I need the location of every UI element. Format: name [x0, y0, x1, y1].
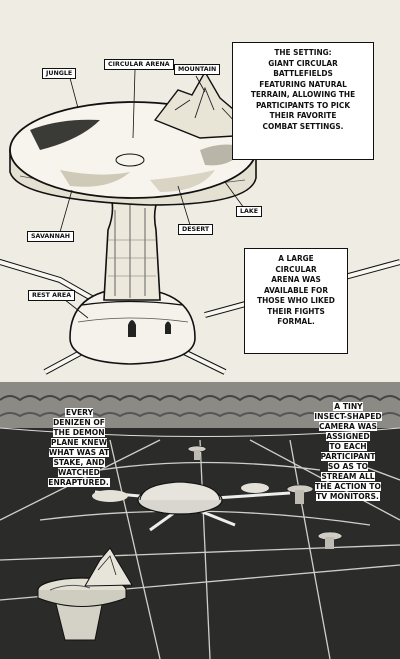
caption-setting: THE SETTING: GIANT CIRCULAR BATTLEFIELDS…	[232, 42, 374, 160]
caption-arena: A LARGE CIRCULAR ARENA WAS AVAILABLE FOR…	[244, 248, 348, 354]
narration-right: A TINY INSECT-SHAPED CAMERA WAS ASSIGNED…	[302, 392, 394, 502]
narration-left-text: EVERY DENIZEN OF THE DEMON PLANE KNEW WH…	[48, 408, 110, 487]
label-desert: DESERT	[178, 224, 214, 235]
narration-left: EVERY DENIZEN OF THE DEMON PLANE KNEW WH…	[36, 398, 122, 488]
label-rest-area: REST AREA	[28, 290, 76, 301]
label-circular-arena: CIRCULAR ARENA	[104, 59, 174, 70]
narration-right-text: A TINY INSECT-SHAPED CAMERA WAS ASSIGNED…	[314, 402, 382, 501]
label-lake: LAKE	[236, 206, 263, 217]
label-jungle: JUNGLE	[42, 68, 77, 79]
label-mountain: MOUNTAIN	[174, 64, 221, 75]
top-panel-art	[0, 69, 400, 375]
label-savannah: SAVANNAH	[27, 231, 74, 242]
